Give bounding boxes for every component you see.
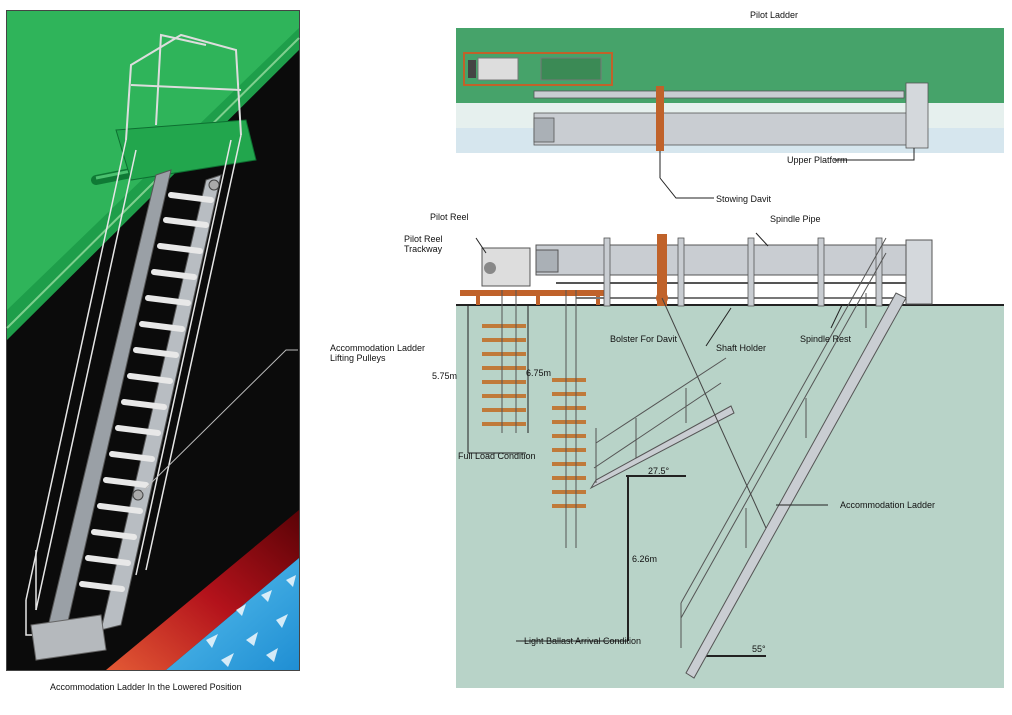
left-caption: Accommodation Ladder In the Lowered Posi… [50, 682, 242, 692]
stowed-ladder [535, 244, 907, 276]
upper-platform [115, 119, 257, 181]
pulley-callout-line2: Lifting Pulleys [330, 353, 386, 363]
right-title: Pilot Ladder [750, 10, 799, 20]
label-spindle-rest: Spindle Rest [800, 334, 852, 344]
label-angle-275: 27.5° [648, 466, 670, 476]
label-spindle-pipe: Spindle Pipe [770, 214, 821, 224]
pulley-callout-label: Accommodation Ladder Lifting Pulleys [330, 343, 425, 363]
label-pilot-reel: Pilot Reel [430, 212, 469, 222]
sea-water [166, 558, 299, 670]
label-dim-626: 6.26m [632, 554, 658, 564]
pilot-reel-trackway [460, 290, 610, 296]
label-trackway-line2: Trackway [404, 244, 443, 254]
label-upper-platform: Upper Platform [787, 155, 848, 165]
label-trackway-line1: Pilot Reel [404, 234, 443, 244]
label-angle-55: 55° [752, 644, 766, 654]
label-pilot-reel-trackway: Pilot Reel Trackway [404, 234, 443, 254]
elevation-water [456, 305, 1004, 688]
label-stowing-davit: Stowing Davit [716, 194, 772, 204]
label-accommodation-ladder: Accommodation Ladder [840, 500, 936, 510]
stowing-davit [657, 234, 667, 306]
boot-topping [106, 510, 299, 670]
label-dim-575: 5.75m [432, 371, 458, 381]
label-full-load: Full Load Condition [458, 451, 536, 461]
upper-platform-elevation [905, 239, 933, 305]
label-shaft-holder: Shaft Holder [716, 343, 767, 353]
lifting-pulley-upper [208, 179, 220, 191]
lower-platform [30, 614, 107, 661]
pilot-ladder-diagram [456, 28, 1004, 688]
label-light-ballast: Light Ballast Arrival Condition [524, 636, 642, 646]
pulley-callout-line1: Accommodation Ladder [330, 343, 426, 353]
pulley-callout-line [141, 349, 298, 493]
label-bolster-for-davit: Bolster For Davit [610, 334, 678, 344]
ladder-stringer-right [100, 174, 222, 631]
label-dim-675: 6.75m [526, 368, 552, 378]
accommodation-ladder-illustration [6, 10, 300, 671]
lifting-pulley-lower [132, 489, 144, 501]
